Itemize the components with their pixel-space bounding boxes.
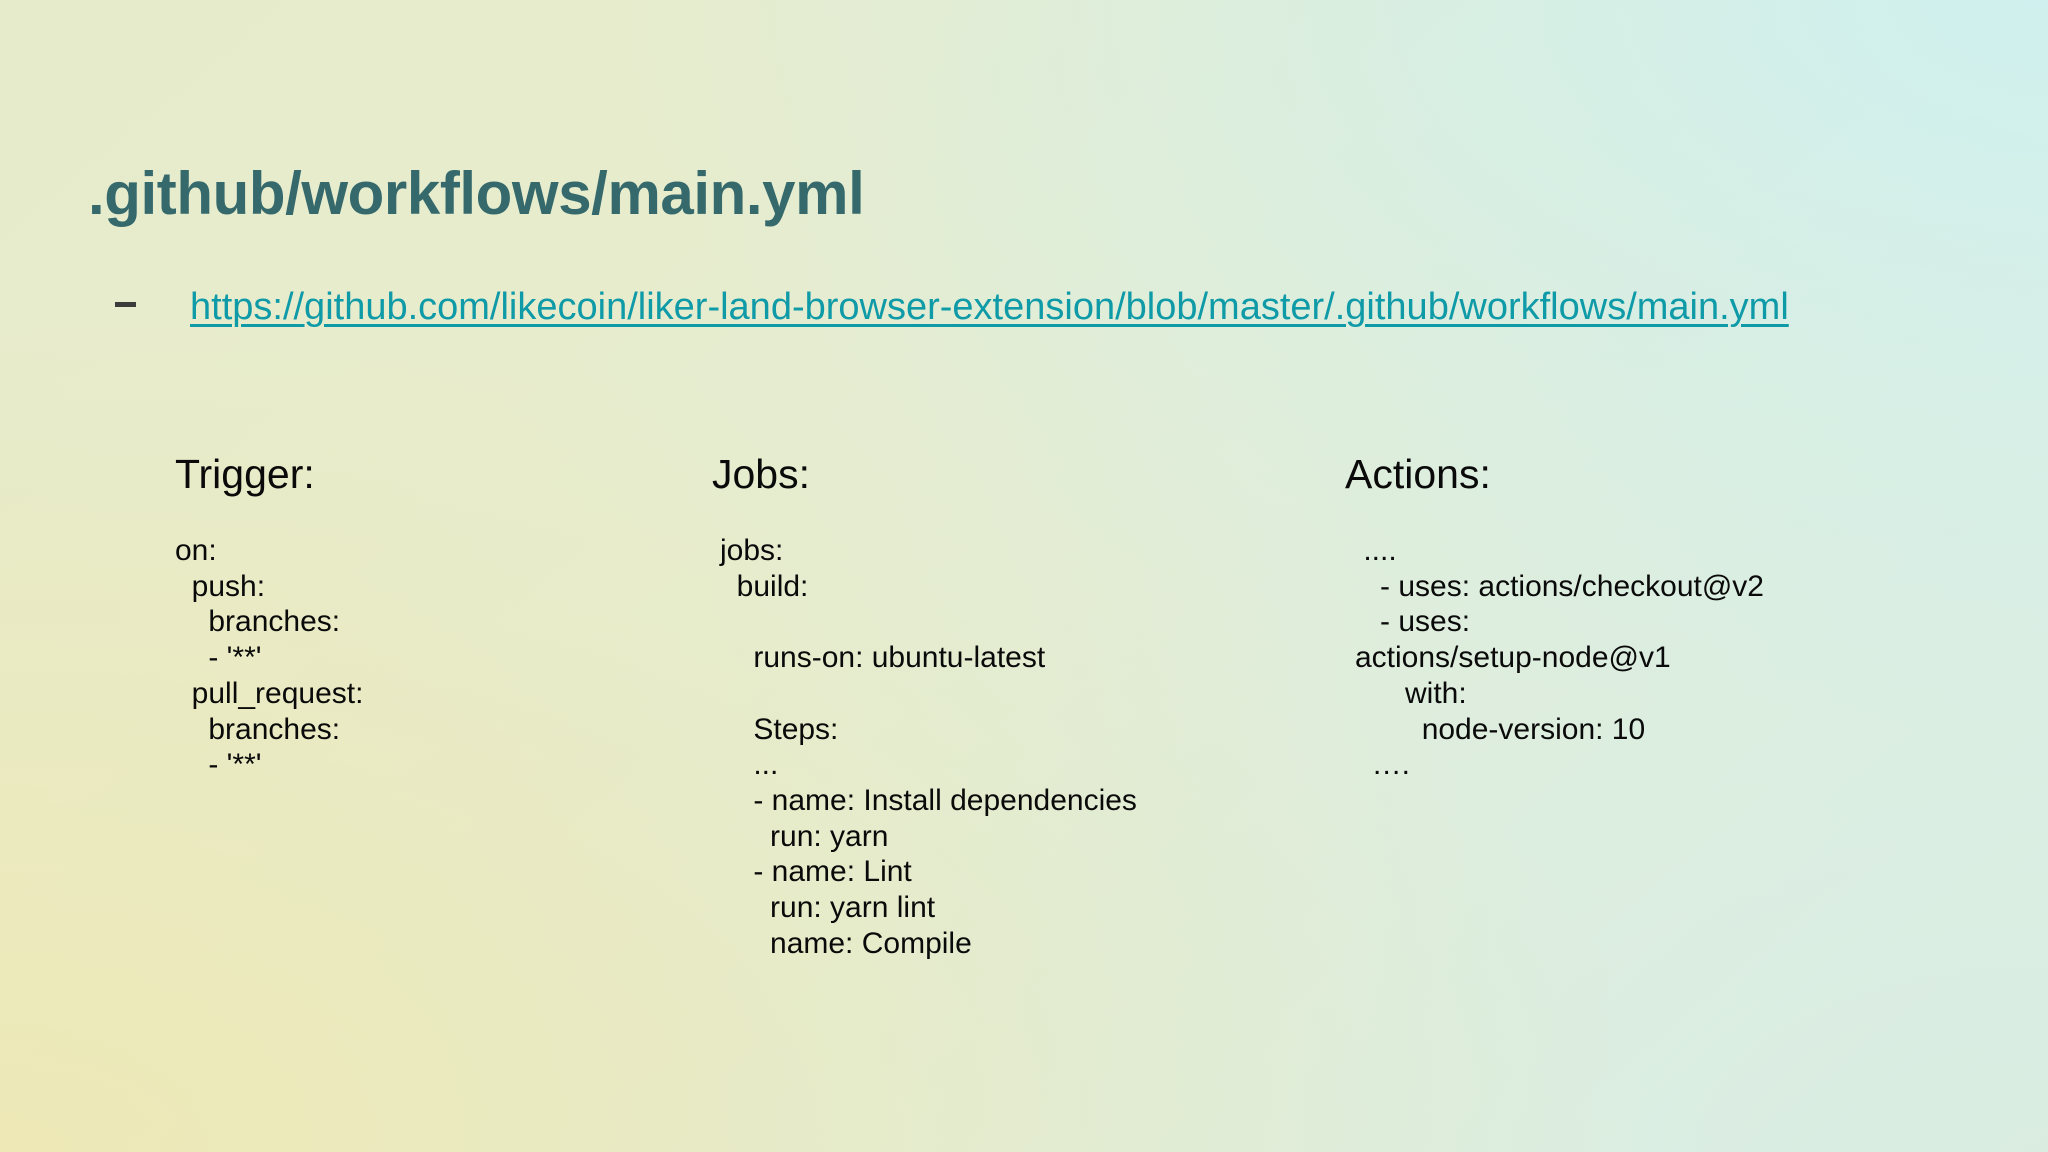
column-trigger-heading: Trigger: xyxy=(175,451,315,497)
bullet-list-item: https://github.com/likecoin/liker-land-b… xyxy=(88,280,1978,335)
column-actions: Actions: .... - uses: actions/checkout@v… xyxy=(1345,451,1985,783)
column-actions-code: .... - uses: actions/checkout@v2 - uses:… xyxy=(1355,534,1764,782)
page-title: .github/workflows/main.yml xyxy=(88,160,865,228)
link-container: https://github.com/likecoin/liker-land-b… xyxy=(190,280,1975,335)
bullet-dash-icon xyxy=(115,302,136,307)
column-jobs-code: jobs: build: runs-on: ubuntu-latest Step… xyxy=(720,534,1137,960)
column-trigger-code: on: push: branches: - '**' pull_request:… xyxy=(175,534,364,782)
column-jobs: Jobs: jobs: build: runs-on: ubuntu-lates… xyxy=(712,451,1212,961)
column-jobs-heading: Jobs: xyxy=(712,451,810,497)
workflow-file-link[interactable]: https://github.com/likecoin/liker-land-b… xyxy=(190,286,1789,328)
column-trigger: Trigger: on: push: branches: - '**' pull… xyxy=(175,451,605,783)
column-actions-heading: Actions: xyxy=(1345,451,1491,497)
